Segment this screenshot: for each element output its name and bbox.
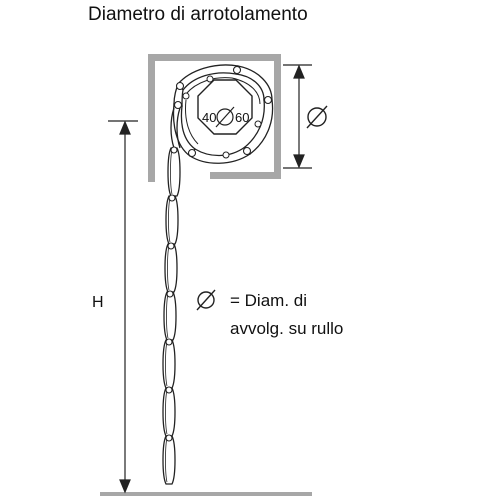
diagram-title: Diametro di arrotolamento [88, 4, 308, 25]
height-dimension [108, 120, 138, 494]
axle-size-left: 40 [202, 110, 216, 125]
diameter-dimension [283, 64, 312, 169]
height-label: H [92, 294, 104, 311]
diameter-symbol-legend [196, 289, 216, 311]
legend-line-1: = Diam. di [230, 291, 307, 310]
shutter-curtain [162, 107, 181, 485]
roller-assembly: 40 60 [172, 64, 274, 164]
legend-line-2: avvolg. su rullo [230, 319, 343, 338]
axle-size-right: 60 [235, 110, 249, 125]
diameter-symbol-top [306, 105, 328, 129]
axle-octagon [197, 79, 253, 135]
housing-frame [148, 54, 281, 182]
